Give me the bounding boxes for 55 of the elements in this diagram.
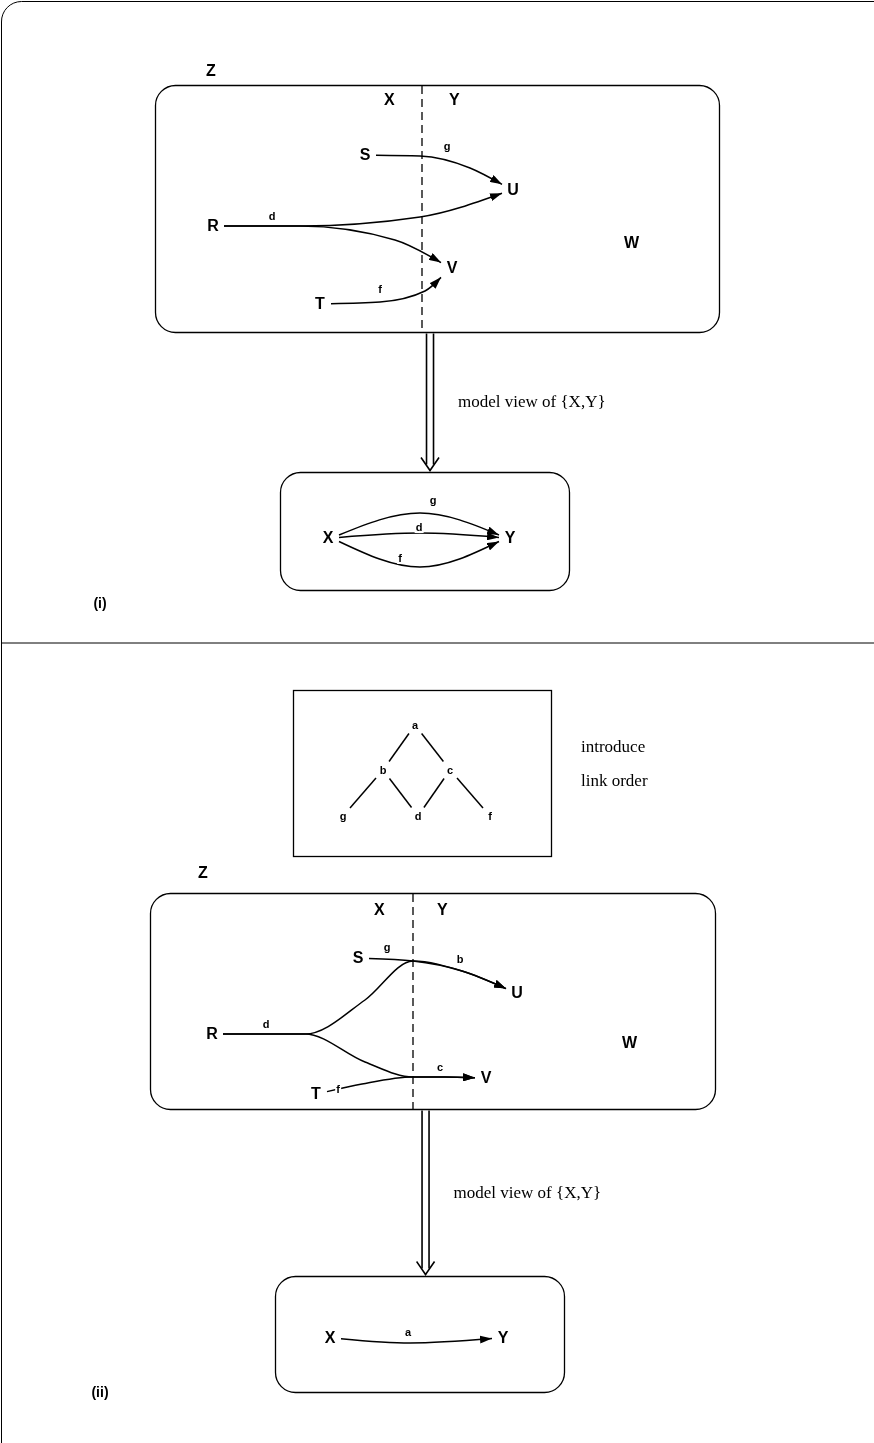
edge-label: d	[267, 210, 277, 222]
region-label: Y	[437, 901, 448, 919]
arrow	[375, 154, 503, 186]
edge-label: f	[377, 283, 383, 295]
node-label: R	[205, 217, 221, 235]
arrow	[223, 225, 442, 264]
node-label: T	[308, 1085, 324, 1103]
arrow	[326, 1073, 476, 1093]
node-label: U	[509, 984, 525, 1002]
double-arrow	[420, 332, 440, 472]
tree-link	[456, 777, 484, 809]
arrow	[338, 540, 500, 568]
edge-label: f	[335, 1083, 341, 1095]
node-label: a	[410, 718, 420, 732]
node-label: S	[350, 949, 366, 967]
node-label: R	[204, 1025, 220, 1043]
edge-label: d	[261, 1018, 271, 1030]
node-label: X	[322, 1329, 338, 1347]
edge-label: d	[414, 521, 424, 533]
tree-link	[423, 777, 445, 809]
node-label: c	[445, 763, 455, 777]
box-label: Z	[198, 864, 208, 882]
panel-number: (ii)	[91, 1384, 109, 1400]
node-label: f	[485, 809, 495, 823]
tree-link	[388, 732, 410, 763]
region-label: X	[384, 91, 395, 109]
node-label: V	[444, 259, 460, 277]
node-label: Y	[502, 529, 518, 547]
edge-label: model view of {X,Y}	[458, 392, 606, 412]
node-label: X	[320, 529, 336, 547]
tree-link	[349, 777, 377, 809]
box-label: Z	[206, 62, 216, 80]
arrow	[340, 1335, 493, 1344]
arrow	[330, 276, 442, 305]
tree-link	[420, 732, 445, 763]
node-label: Y	[495, 1329, 511, 1347]
side-note: introduce link order	[581, 736, 649, 792]
box-label: W	[622, 1034, 638, 1052]
node-label: d	[413, 809, 423, 823]
region-label: Y	[449, 91, 460, 109]
node-label: g	[338, 809, 348, 823]
node-label: S	[357, 146, 373, 164]
link-label: b	[456, 953, 464, 965]
node-label: b	[378, 763, 388, 777]
panel-number: (i)	[93, 595, 107, 611]
arrow	[338, 532, 500, 541]
double-arrow	[415, 1109, 436, 1276]
box-label: W	[624, 234, 640, 252]
node-label: T	[312, 295, 328, 313]
tree-link	[388, 777, 413, 809]
region-label: X	[374, 901, 385, 919]
node-label: V	[478, 1069, 494, 1087]
arrow	[338, 512, 500, 536]
node-label: U	[505, 181, 521, 199]
edge-label: f	[397, 552, 403, 564]
